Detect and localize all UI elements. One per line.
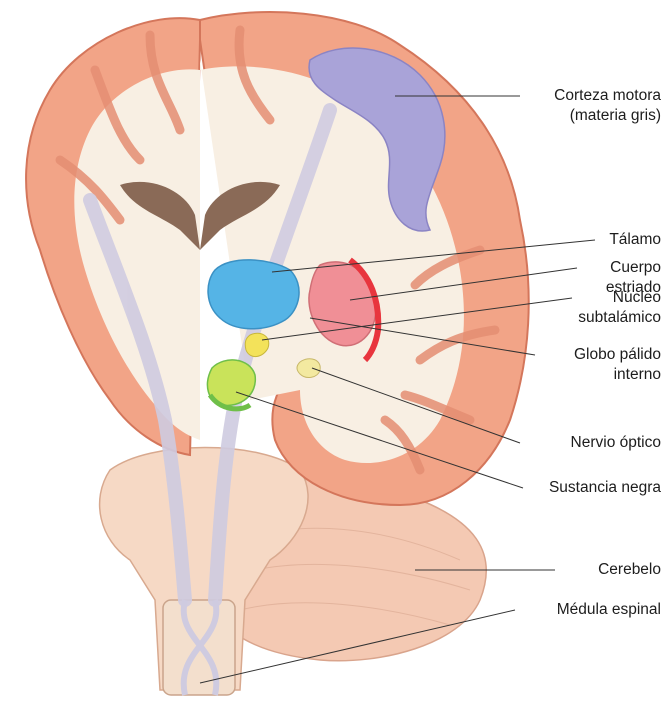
- label-thalamus: Tálamo: [609, 230, 661, 250]
- label-thalamus-line1: Tálamo: [609, 230, 661, 250]
- label-motor-cortex-line1: Corteza motora: [554, 86, 661, 106]
- globus-pallidus: [297, 359, 320, 378]
- label-substantia-nigra: Sustancia negra: [549, 478, 661, 498]
- label-motor-cortex-line2: (materia gris): [554, 106, 661, 126]
- label-spinal-cord: Médula espinal: [557, 600, 661, 620]
- label-optic-nerve: Nervio óptico: [571, 433, 661, 453]
- label-cerebellum: Cerebelo: [598, 560, 661, 580]
- label-globus-pallidus-line1: Globo pálido: [574, 345, 661, 365]
- label-globus-pallidus-line2: interno: [574, 365, 661, 385]
- label-substantia-nigra-line1: Sustancia negra: [549, 478, 661, 498]
- label-optic-nerve-line1: Nervio óptico: [571, 433, 661, 453]
- label-motor-cortex: Corteza motora (materia gris): [554, 86, 661, 126]
- label-subthalamic-line2: subtalámico: [578, 308, 661, 328]
- label-striatum-line1: Cuerpo: [606, 258, 661, 278]
- label-spinal-cord-line1: Médula espinal: [557, 600, 661, 620]
- label-globus-pallidus: Globo pálido interno: [574, 345, 661, 385]
- label-subthalamic-line1: Núcleo: [578, 288, 661, 308]
- label-cerebellum-line1: Cerebelo: [598, 560, 661, 580]
- label-subthalamic: Núcleo subtalámico: [578, 288, 661, 328]
